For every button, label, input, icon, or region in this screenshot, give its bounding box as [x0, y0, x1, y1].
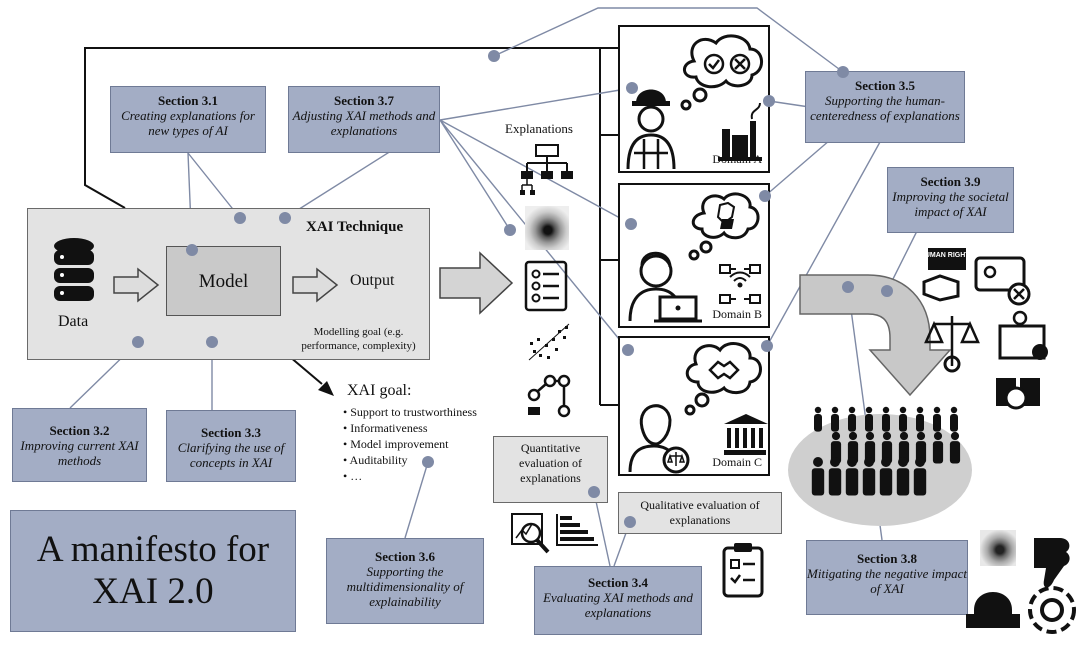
section-3-7-subtitle: Adjusting XAI methods and explanations [292, 108, 436, 138]
database-icon [54, 238, 94, 301]
section-3-5-title: Section 3.5 [855, 78, 915, 93]
domain-b-label: Domain B [712, 307, 762, 321]
xai-goal-item: • Model improvement [343, 437, 449, 451]
section-3-2-title: Section 3.2 [49, 423, 110, 438]
section-3-1-subtitle: Creating explanations for new types of A… [121, 108, 255, 138]
workflow-icon [527, 374, 571, 418]
section-3-8-box: Section 3.8 Mitigating the negative impa… [806, 540, 968, 615]
section-3-2-box: Section 3.2 Improving current XAI method… [12, 408, 147, 482]
section-3-4-box: Section 3.4 Evaluating XAI methods and e… [534, 566, 702, 635]
pixelated-image-icon [980, 530, 1016, 566]
section-3-3-title: Section 3.3 [201, 425, 261, 440]
explanations-label: Explanations [505, 121, 573, 136]
section-3-8-subtitle: Mitigating the negative impact of XAI [807, 566, 967, 596]
section-3-4-title: Section 3.4 [588, 575, 648, 590]
manifesto-box: A manifesto for XAI 2.0 [10, 510, 296, 632]
saliency-map-icon [525, 206, 569, 250]
section-3-2-subtitle: Improving current XAI methods [20, 438, 139, 468]
domain-a-label: Domain A [712, 152, 762, 166]
connector-s39-s38 [847, 224, 921, 541]
domain-c-panel: Domain C [618, 336, 770, 476]
judge-icon [628, 342, 768, 474]
section-3-9-subtitle: Improving the societal impact of XAI [892, 189, 1009, 219]
analytics-icons [511, 513, 598, 554]
section-3-8-title: Section 3.8 [857, 551, 917, 566]
modelling-goal-text: Modelling goal (e.g. performance, comple… [301, 326, 416, 352]
data-label: Data [58, 313, 89, 330]
domain-a-panel: Domain A [618, 25, 770, 173]
model-box: Model [166, 246, 281, 316]
scatter-icon [528, 323, 570, 361]
xai-goal-list: • Support to trustworthiness • Informati… [343, 404, 477, 484]
domain-bracket [599, 47, 618, 406]
section-3-9-title: Section 3.9 [920, 174, 981, 189]
connector-s37 [284, 87, 633, 351]
section-3-6-box: Section 3.6 Supporting the multidimensio… [326, 538, 484, 624]
xai-goal-item: • Auditability [343, 453, 408, 467]
domain-c-label: Domain C [712, 455, 762, 469]
xai-goal-arrowhead [318, 381, 334, 396]
checklist-icon [524, 260, 568, 312]
qualitative-eval-box: Qualitative evaluation of explanations [618, 492, 782, 534]
worker-icon [626, 34, 763, 170]
xai-goal-item: • Informativeness [343, 421, 428, 435]
section-3-6-subtitle: Supporting the multidimensionality of ex… [346, 564, 464, 609]
arrow-to-explanations [439, 251, 514, 315]
xai-technique-box: XAI Technique Data Model Output Modellin… [27, 208, 430, 360]
technique-frame-line [84, 47, 600, 209]
arrow-model-output [292, 267, 339, 303]
office-user-icon [628, 192, 761, 323]
section-3-7-title: Section 3.7 [334, 93, 394, 108]
clipboard-icon [722, 543, 764, 598]
section-3-5-subtitle: Supporting the human-centeredness of exp… [810, 93, 960, 123]
domain-b-panel: Domain B [618, 183, 770, 328]
connector-top [493, 7, 844, 73]
section-3-6-title: Section 3.6 [375, 549, 435, 564]
section-3-9-box: Section 3.9 Improving the societal impac… [887, 167, 1014, 233]
quantitative-eval-box: Quantitative evaluation of explanations [493, 436, 608, 503]
section-3-1-title: Section 3.1 [158, 93, 218, 108]
output-label: Output [350, 272, 395, 289]
xai-goal-item: • Support to trustworthiness [343, 405, 477, 419]
connector-s36 [404, 461, 429, 539]
hierarchy-icon [520, 144, 573, 195]
section-3-5-box: Section 3.5 Supporting the human-centere… [805, 71, 965, 143]
technique-title: XAI Technique [306, 219, 404, 235]
arrow-data-model [113, 267, 160, 303]
section-3-3-box: Section 3.3 Clarifying the use of concep… [166, 410, 296, 482]
section-3-7-box: Section 3.7 Adjusting XAI methods and ex… [288, 86, 440, 153]
xai-goal-item: • … [343, 469, 363, 483]
xai-goal-title: XAI goal: [347, 382, 412, 399]
section-3-1-box: Section 3.1 Creating explanations for ne… [110, 86, 266, 153]
section-3-4-subtitle: Evaluating XAI methods and explanations [543, 590, 693, 620]
section-3-3-subtitle: Clarifying the use of concepts in XAI [177, 440, 285, 470]
